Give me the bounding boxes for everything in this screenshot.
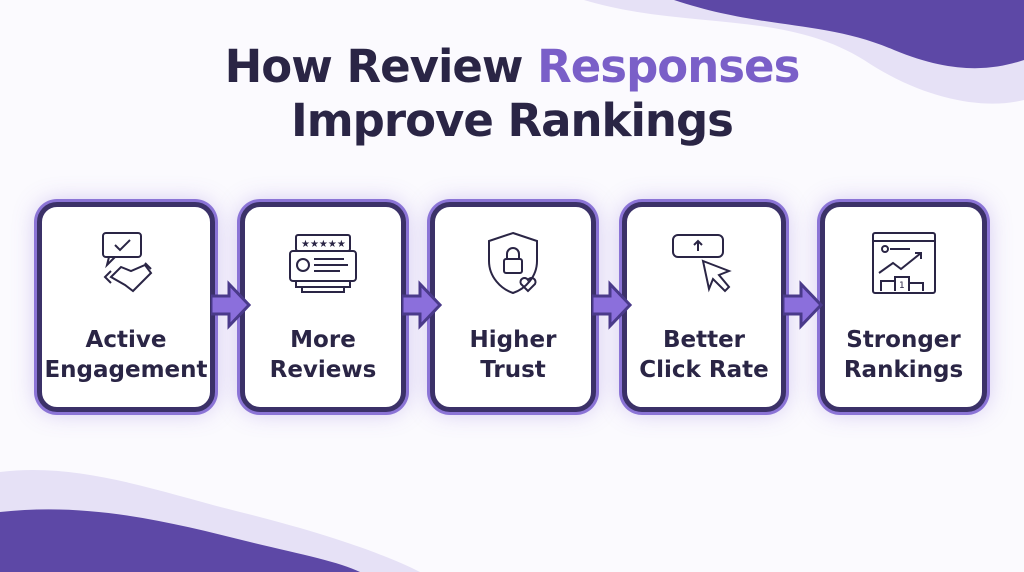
top-right-wave-decoration <box>584 0 1024 104</box>
bottom-left-wave-decoration <box>0 470 420 572</box>
arrow-right-icon <box>592 280 632 330</box>
step-label-line2: Engagement <box>44 357 208 383</box>
step-label-line2: Trust <box>480 357 546 383</box>
title-part-2: Improve Rankings <box>291 94 734 147</box>
step-label-line2: Click Rate <box>639 357 769 383</box>
step-label-line1: Active <box>85 327 167 353</box>
title-highlight: Responses <box>537 40 800 93</box>
step-label-line2: Rankings <box>843 357 964 383</box>
svg-text:★★★★★: ★★★★★ <box>301 239 346 250</box>
step-label-line2: Reviews <box>269 357 377 383</box>
ranking-chart-podium-icon: 1 <box>871 232 936 294</box>
shield-lock-heart-icon <box>488 231 538 295</box>
step-label-line1: Stronger <box>846 327 961 353</box>
cursor-click-icon <box>672 234 732 293</box>
step-label-line1: Better <box>662 327 746 353</box>
handshake-chat-check-icon <box>102 232 153 293</box>
step-label-line1: More <box>290 327 356 353</box>
review-card-stars-icon: ★★★★★ <box>289 234 357 293</box>
arrow-right-icon <box>783 280 823 330</box>
arrow-right-icon <box>211 280 251 330</box>
svg-text:1: 1 <box>899 281 905 291</box>
step-label-line1: Higher <box>469 327 557 353</box>
arrow-right-icon <box>402 280 442 330</box>
title-part-1: How Review <box>224 40 538 93</box>
